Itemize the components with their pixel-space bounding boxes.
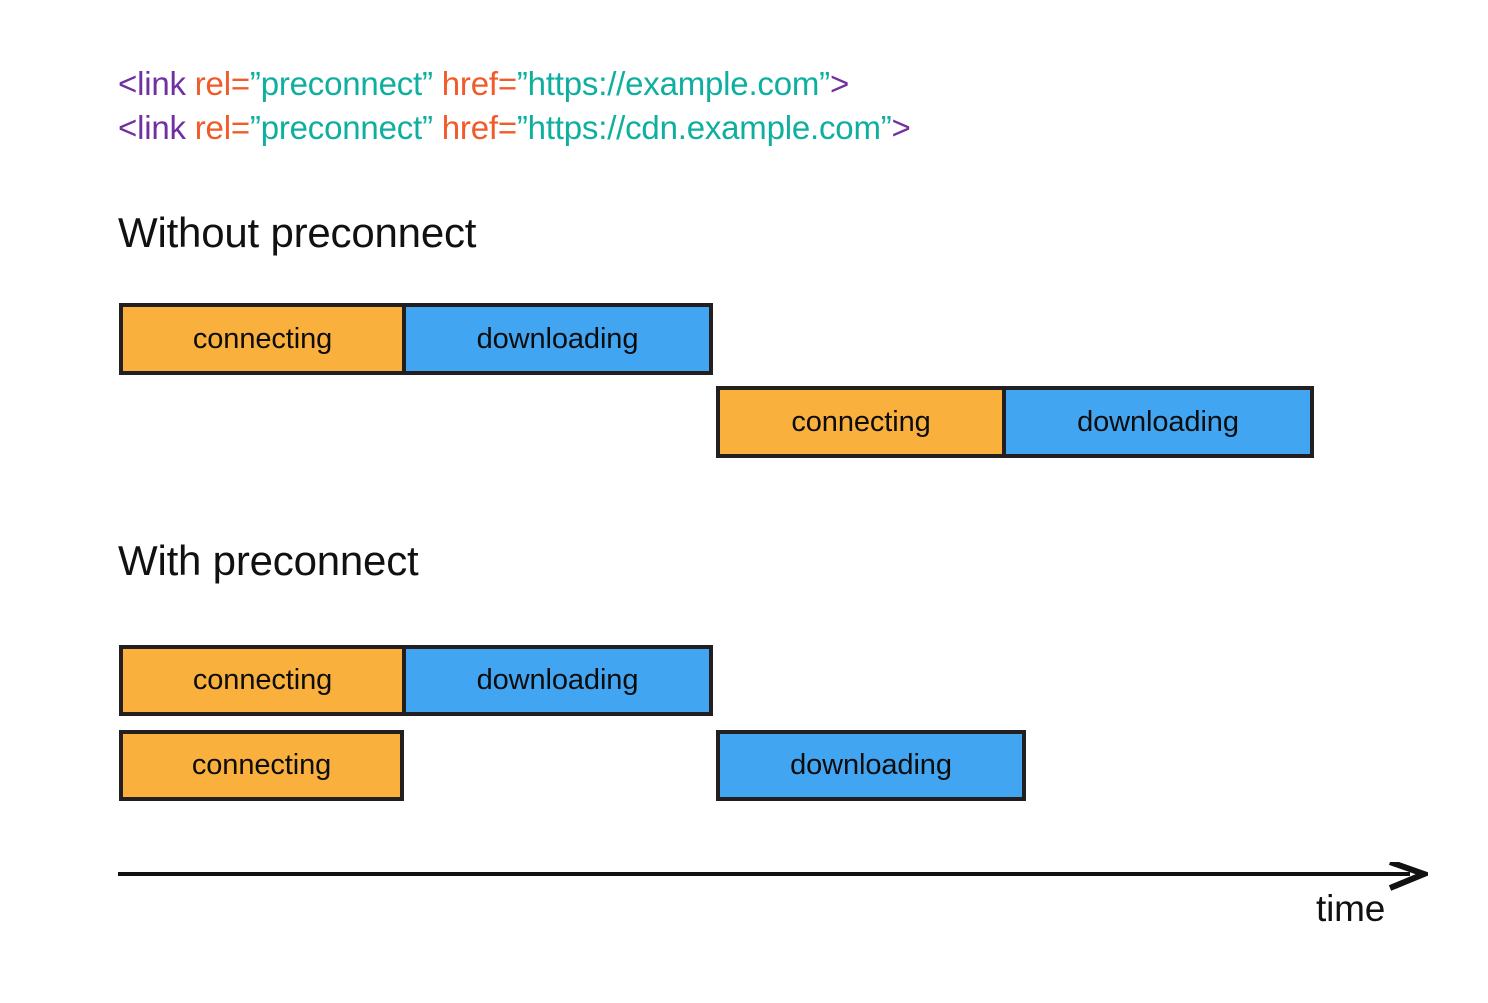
code-tag-open: <link — [118, 109, 186, 146]
bar-segment-downloading: downloading — [716, 730, 1026, 801]
code-attr-href: href= — [432, 109, 517, 146]
section-heading-with-preconnect: With preconnect — [118, 537, 419, 584]
code-value-href: ”https://example.com” — [516, 65, 830, 102]
code-line-2: <link rel=”preconnect” href=”https://cdn… — [118, 106, 911, 150]
code-attr-rel: rel= — [185, 65, 250, 102]
code-attr-rel: rel= — [185, 109, 250, 146]
code-value-rel: ”preconnect” — [249, 109, 433, 146]
code-value-rel: ”preconnect” — [249, 65, 433, 102]
code-tag-open: <link — [118, 65, 186, 102]
bar-segment-downloading: downloading — [404, 645, 713, 716]
bar-segment-downloading: downloading — [404, 303, 713, 375]
code-value-href: ”https://cdn.example.com” — [516, 109, 892, 146]
code-line-1: <link rel=”preconnect” href=”https://exa… — [118, 62, 911, 106]
bar-segment-connecting: connecting — [119, 645, 404, 716]
time-axis-arrow-icon — [118, 862, 1428, 891]
time-axis — [118, 862, 1428, 902]
bar-segment-connecting: connecting — [716, 386, 1004, 458]
code-snippet: <link rel=”preconnect” href=”https://exa… — [118, 62, 911, 150]
code-tag-close: > — [891, 109, 911, 146]
bar-segment-connecting: connecting — [119, 730, 404, 801]
bar-segment-downloading: downloading — [1004, 386, 1314, 458]
code-attr-href: href= — [432, 65, 517, 102]
code-tag-close: > — [829, 65, 850, 102]
bar-segment-connecting: connecting — [119, 303, 404, 375]
time-axis-label: time — [1316, 888, 1386, 929]
section-heading-without-preconnect: Without preconnect — [118, 209, 477, 256]
